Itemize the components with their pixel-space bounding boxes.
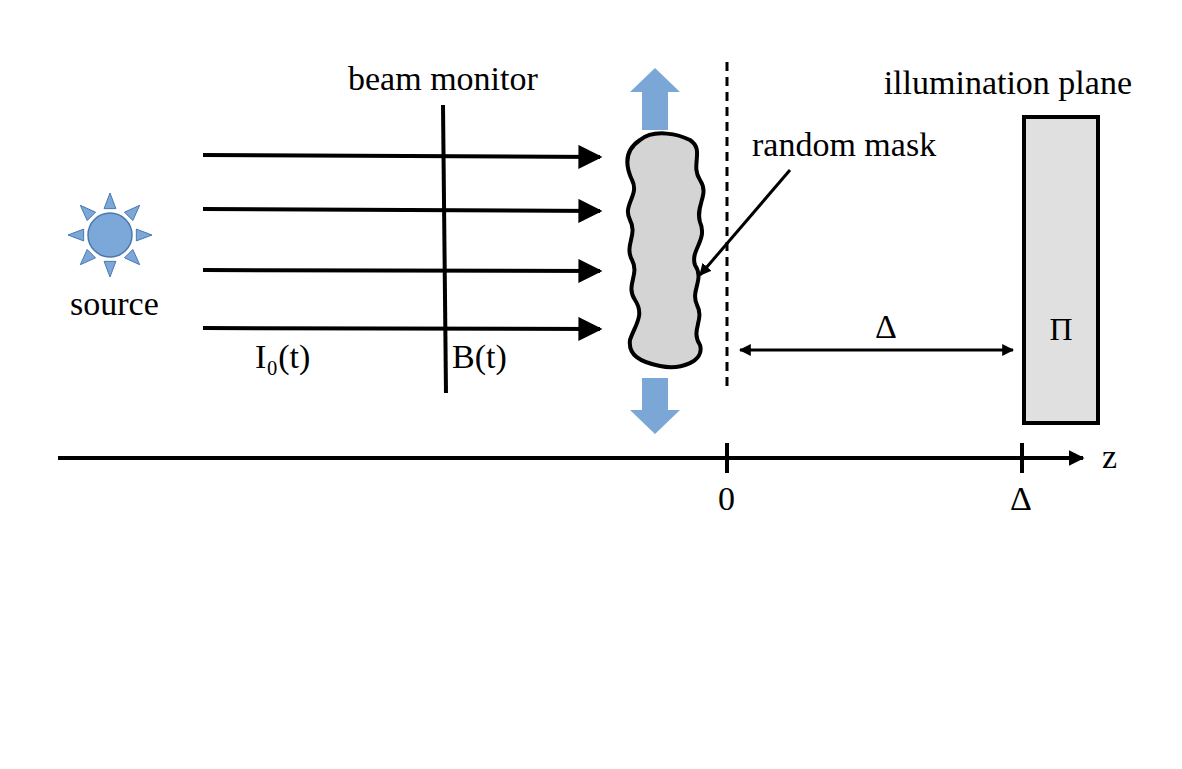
sun-ray: [136, 229, 152, 241]
part-label: random mask: [752, 128, 936, 162]
axis-tick-label: Δ: [1010, 482, 1032, 516]
sun-ray: [80, 249, 95, 264]
ray-arrow: [203, 209, 600, 211]
sun-ray: [104, 261, 116, 277]
axis-tick: [1020, 443, 1024, 473]
motion-arrow-down: [630, 378, 680, 434]
ray-arrow: [203, 270, 600, 271]
signal-label: I₀(t): [255, 340, 310, 374]
plane-heading: illumination plane: [884, 66, 1132, 100]
sun-disk: [88, 213, 132, 257]
sun-ray: [80, 205, 95, 220]
sun-ray: [104, 193, 116, 209]
ray-arrow: [203, 328, 600, 329]
random-mask: [627, 133, 703, 367]
dimension-label: Δ: [875, 310, 897, 344]
part-label: beam monitor: [348, 62, 538, 96]
illumination-plane: illumination planeΠ: [1022, 115, 1100, 425]
beam-monitor-plane: [443, 105, 446, 393]
axis-label: z: [1102, 440, 1117, 474]
axis-tick-label: 0: [718, 482, 735, 516]
beam-rays: [203, 155, 600, 329]
source-icon: [68, 193, 152, 277]
sun-ray: [68, 229, 84, 241]
distance-arrow: [740, 349, 1013, 352]
ray-arrow: [203, 155, 600, 157]
sun-ray: [124, 249, 139, 264]
source-label: source: [70, 287, 159, 321]
z-axis: [58, 456, 1083, 460]
sun-ray: [124, 205, 139, 220]
motion-arrow-up: [630, 68, 680, 130]
plane-symbol: Π: [1026, 313, 1096, 345]
leader-line: [700, 170, 790, 275]
signal-label: B(t): [452, 340, 507, 374]
mask-plane-dashed: [726, 62, 729, 386]
axis-tick: [725, 443, 729, 473]
